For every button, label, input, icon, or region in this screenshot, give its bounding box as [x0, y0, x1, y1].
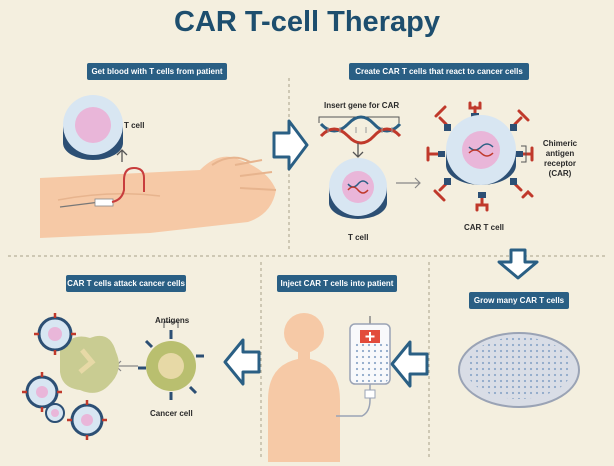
petri-dish-illustration [459, 333, 579, 407]
t-cell-illustration [63, 95, 123, 160]
car-t-cell-illustration [428, 103, 532, 210]
step-4-label: Inject CAR T cells into patient [277, 275, 397, 292]
arrow-right-small-icon [396, 178, 420, 188]
chimeric-label-2: antigen [538, 149, 582, 158]
t-cell-with-gene [329, 158, 387, 219]
dna-icon [319, 117, 400, 143]
step-5-label: CAR T cells attack cancer cells [66, 275, 186, 292]
step-1-label: Get blood with T cells from patient [87, 63, 227, 80]
cancer-cell-label: Cancer cell [150, 409, 193, 418]
page-title: CAR T-cell Therapy [0, 6, 614, 39]
t-cell-label-top: T cell [124, 121, 144, 130]
iv-bag-illustration [336, 316, 390, 416]
arm-illustration [40, 157, 276, 238]
step-3-label: Grow many CAR T cells [469, 292, 569, 309]
attack-scene [22, 313, 119, 440]
arrow-right-icon-1 [274, 121, 307, 169]
arrow-left-small-icon [116, 361, 138, 371]
chimeric-label-1: Chimeric [538, 139, 582, 148]
arrow-left-icon-2 [225, 340, 259, 384]
car-t-cell-label: CAR T cell [464, 223, 504, 232]
patient-illustration [268, 313, 340, 462]
arrow-down-icon-2 [499, 250, 537, 278]
antigens-label: Antigens [155, 316, 189, 325]
t-cell-label-mid: T cell [348, 233, 368, 242]
cancer-cell-illustration [138, 322, 204, 400]
arrow-down-icon [353, 143, 363, 157]
chimeric-label-3: receptor [538, 159, 582, 168]
step-2-label: Create CAR T cells that react to cancer … [349, 63, 529, 80]
chimeric-label-4: (CAR) [538, 169, 582, 178]
insert-gene-label: Insert gene for CAR [324, 101, 399, 110]
arrow-left-icon-1 [392, 342, 427, 386]
